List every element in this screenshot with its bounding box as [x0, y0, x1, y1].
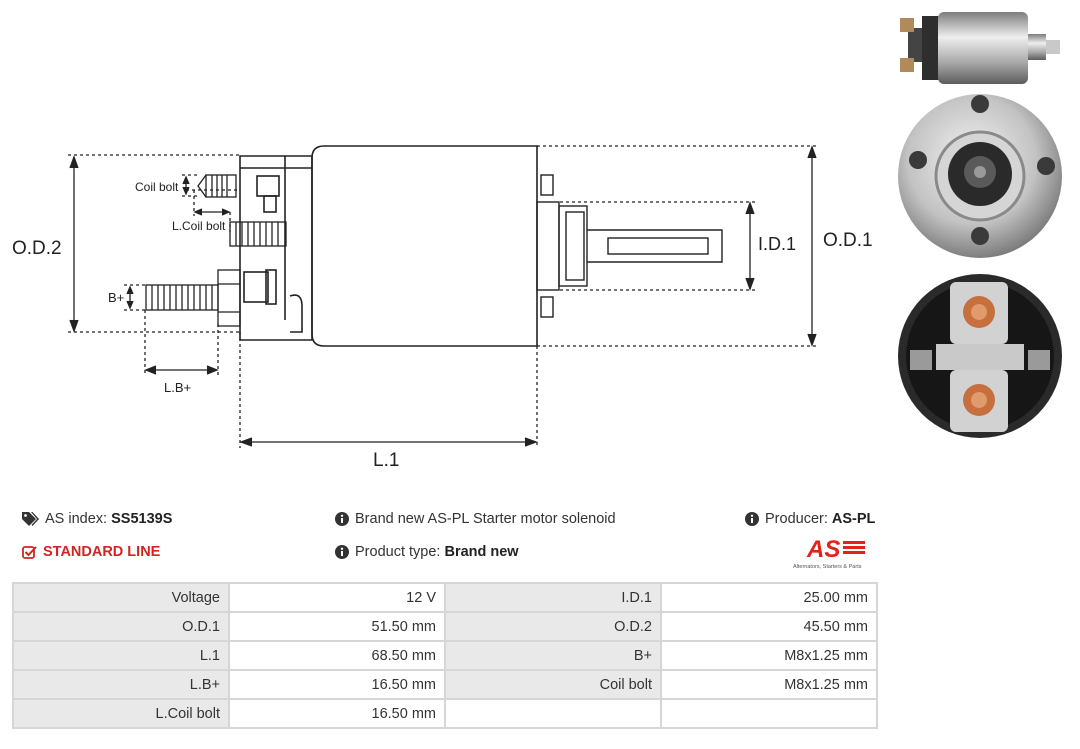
spec-value: 16.50 mm	[228, 698, 446, 729]
spec-value: M8x1.25 mm	[660, 669, 878, 700]
as-index: AS index: SS5139S	[22, 511, 172, 527]
dimension-guides	[68, 145, 818, 448]
coil-bolt	[197, 174, 287, 247]
table-row: Voltage 12 V I.D.1 25.00 mm	[12, 582, 878, 613]
standard-line-label: STANDARD LINE	[43, 544, 161, 560]
spec-value: 68.50 mm	[228, 640, 446, 671]
tags-icon	[22, 512, 39, 526]
spec-label: L.Coil bolt	[12, 698, 230, 729]
id1-label: I.D.1	[758, 234, 796, 254]
spec-label: Coil bolt	[444, 669, 662, 700]
info-icon	[745, 512, 759, 526]
info-icon	[335, 512, 349, 526]
l1-label: L.1	[373, 450, 399, 471]
lb-label: L.B+	[164, 380, 191, 395]
solenoid-body	[311, 145, 538, 347]
od1-label: O.D.1	[823, 230, 873, 251]
spec-label: O.D.2	[444, 611, 662, 642]
bplus-label: B+	[108, 290, 124, 305]
spec-value: M8x1.25 mm	[660, 640, 878, 671]
product-photo-rear	[898, 274, 1062, 438]
table-row: L.B+ 16.50 mm Coil bolt M8x1.25 mm	[12, 669, 878, 700]
spec-value: 12 V	[228, 582, 446, 613]
producer-value: AS-PL	[831, 511, 876, 527]
check-square-icon	[22, 546, 37, 559]
bplus-bolt	[145, 269, 241, 327]
table-row: O.D.1 51.50 mm O.D.2 45.50 mm	[12, 611, 878, 642]
spec-value: 16.50 mm	[228, 669, 446, 700]
as-index-value: SS5139S	[111, 511, 173, 527]
od2-label: O.D.2	[12, 238, 62, 259]
spec-label: B+	[444, 640, 662, 671]
svg-text:AS: AS	[806, 536, 840, 563]
svg-text:Alternators, Starters & Parts: Alternators, Starters & Parts	[793, 564, 862, 570]
product-type-label: Product type:	[355, 544, 441, 560]
spec-value: 45.50 mm	[660, 611, 878, 642]
spec-value: 25.00 mm	[660, 582, 878, 613]
producer: Producer: AS-PL	[745, 511, 875, 527]
product-type-value: Brand new	[444, 544, 519, 560]
table-row: L.Coil bolt 16.50 mm	[12, 698, 878, 729]
plunger	[536, 174, 723, 318]
product-photo-front	[898, 94, 1062, 258]
standard-line: STANDARD LINE	[22, 544, 160, 560]
as-pl-logo: AS Alternators, Starters & Parts	[793, 536, 865, 570]
info-icon	[335, 545, 349, 559]
producer-label: Producer:	[765, 511, 828, 527]
spec-table: Voltage 12 V I.D.1 25.00 mm O.D.1 51.50 …	[12, 582, 878, 729]
technical-drawing: O.D.2 O.D.1 I.D.1 L.1 L.B+ B+ Coil bolt …	[12, 145, 873, 471]
description: Brand new AS-PL Starter motor solenoid	[335, 511, 616, 527]
spec-value	[660, 698, 878, 729]
spec-label: L.B+	[12, 669, 230, 700]
l-coil-bolt-label: L.Coil bolt	[172, 219, 226, 233]
spec-label: Voltage	[12, 582, 230, 613]
spec-value: 51.50 mm	[228, 611, 446, 642]
spec-label: O.D.1	[12, 611, 230, 642]
description-text: Brand new AS-PL Starter motor solenoid	[355, 511, 616, 527]
product-type: Product type: Brand new	[335, 544, 519, 560]
as-index-label: AS index:	[45, 511, 108, 527]
spec-label	[444, 698, 662, 729]
spec-label: I.D.1	[444, 582, 662, 613]
product-photo-side	[900, 12, 1060, 84]
coil-bolt-label: Coil bolt	[135, 180, 179, 194]
dimension-arrows	[69, 145, 817, 447]
spec-label: L.1	[12, 640, 230, 671]
table-row: L.1 68.50 mm B+ M8x1.25 mm	[12, 640, 878, 671]
